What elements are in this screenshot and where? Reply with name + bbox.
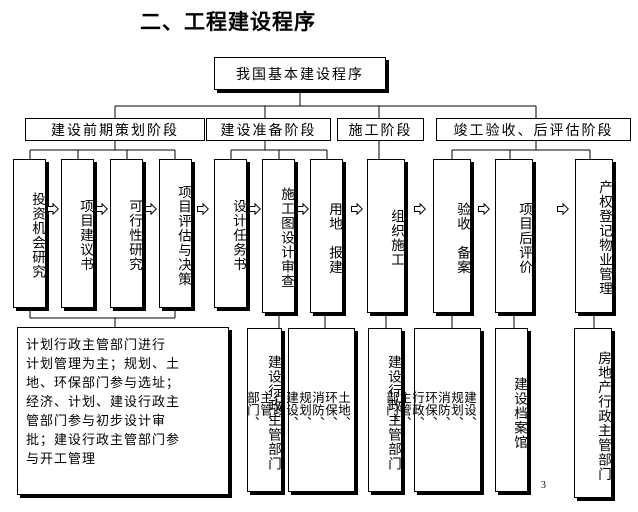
dept-planning-phase: 计划行政主管部门进行 计划管理为主；规划、土 地、环保部门参与选址； 经济、计划… bbox=[17, 327, 229, 495]
root-box: 我国基本建设程序 bbox=[214, 57, 386, 90]
step-evaluation-decision: 项目评估与决策 bbox=[159, 159, 192, 308]
step-post-evaluation: 项目后评价 bbox=[495, 159, 533, 313]
arrow-right-icon bbox=[414, 203, 426, 215]
dept-construction: 建设行政主管部门 bbox=[368, 328, 402, 492]
dept-real-estate: 房地产行政主管部门 bbox=[574, 328, 612, 498]
phase-construction: 施工阶段 bbox=[337, 118, 424, 141]
dept-archives: 建设档案馆 bbox=[495, 328, 528, 492]
step-acceptance-filing: 验收 备案 bbox=[433, 159, 471, 313]
arrow-right-icon bbox=[351, 203, 363, 215]
phase-planning: 建设前期策划阶段 bbox=[25, 118, 205, 141]
dept-acceptance: 建设、 规划、 消防、 环保、 行政、 主管、 部门、 bbox=[384, 328, 481, 492]
arrow-right-icon bbox=[47, 203, 59, 215]
dept-land-permit: 土地、 环保、 消防、 规划、 建设、 行政、 主管、 部门、 bbox=[245, 328, 355, 492]
arrow-right-icon bbox=[145, 203, 157, 215]
arrow-right-icon bbox=[249, 203, 261, 215]
step-organize-construction: 组织施工 bbox=[367, 159, 405, 313]
step-opportunity-study: 投资机会研究 bbox=[13, 159, 46, 308]
step-design-brief: 设计任务书 bbox=[214, 159, 247, 308]
step-land-permit: 用地 报建 bbox=[310, 159, 343, 313]
page-title: 二、工程建设程序 bbox=[140, 10, 316, 34]
phase-acceptance: 竣工验收、后评估阶段 bbox=[436, 118, 631, 141]
arrow-right-icon bbox=[297, 203, 309, 215]
arrow-right-icon bbox=[197, 203, 209, 215]
step-drawing-review: 施工图设计审查 bbox=[262, 159, 295, 313]
phase-preparation: 建设准备阶段 bbox=[206, 118, 331, 141]
page-number: 3 bbox=[541, 480, 546, 491]
arrow-right-icon bbox=[96, 203, 108, 215]
arrow-right-icon bbox=[478, 203, 490, 215]
step-project-proposal: 项目建议书 bbox=[61, 159, 94, 308]
arrow-right-icon bbox=[557, 203, 569, 215]
step-property-registration: 产权登记物业管理 bbox=[575, 159, 613, 313]
step-feasibility-study: 可行性研究 bbox=[110, 159, 143, 308]
dept-drawing-review: 建设行政主管部门 bbox=[247, 328, 282, 492]
